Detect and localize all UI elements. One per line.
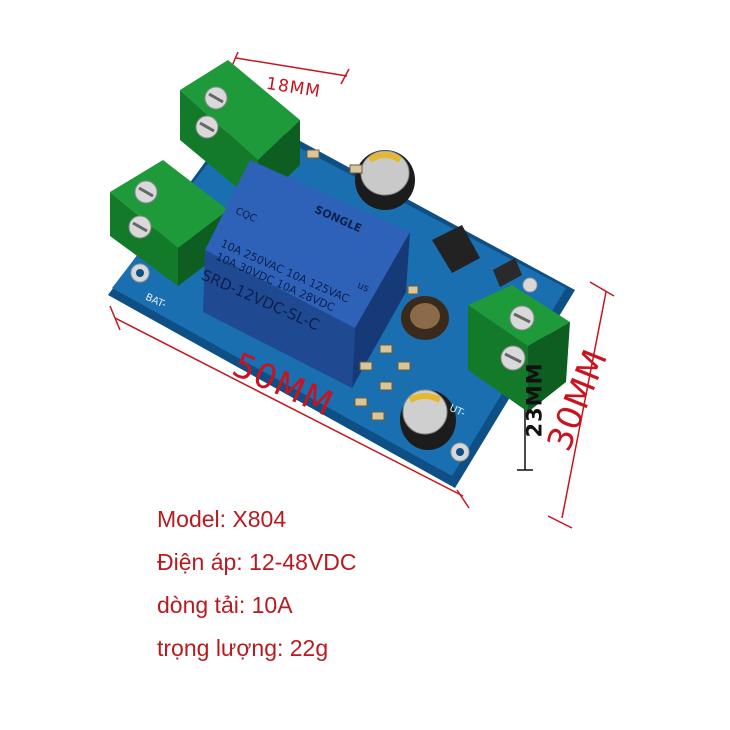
terminal-block-bat <box>110 160 228 286</box>
inductor <box>401 296 449 340</box>
capacitor-bottom <box>400 389 456 450</box>
smd-components <box>306 149 419 421</box>
spec-load-current: dòng tải: 10A <box>157 592 293 618</box>
terminal-block-out <box>468 285 570 412</box>
dimension-lines <box>109 51 615 529</box>
terminal-block-top <box>180 60 300 205</box>
spec-list: Model: X804 Điện áp: 12-48VDC dòng tải: … <box>157 502 356 674</box>
spec-voltage: Điện áp: 12-48VDC <box>157 549 357 575</box>
ic-chip <box>432 225 480 273</box>
relay <box>203 160 410 388</box>
dimension-23mm: 23MM <box>522 362 547 438</box>
capacitor-top <box>355 150 415 210</box>
diode <box>493 258 522 287</box>
spec-model: Model: X804 <box>157 506 287 532</box>
spec-weight: trọng lượng: 22g <box>157 635 329 661</box>
